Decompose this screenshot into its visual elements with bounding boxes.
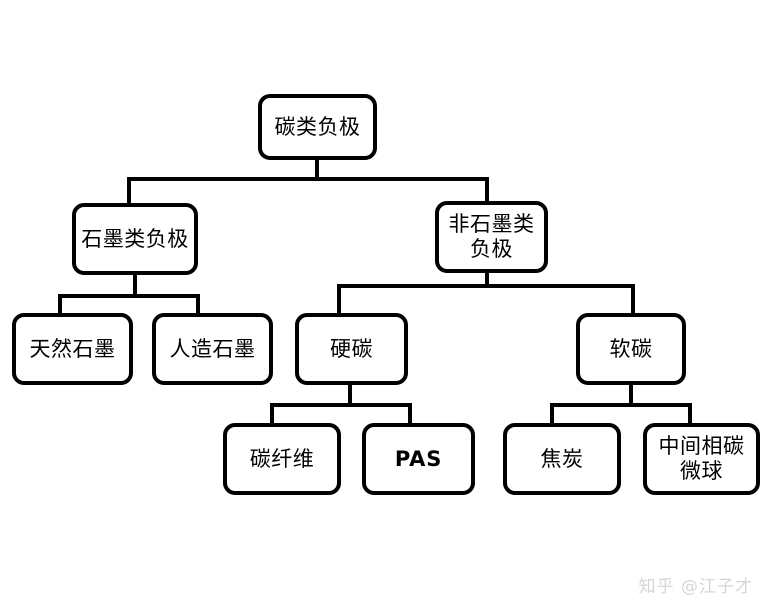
connector-to-coke xyxy=(550,403,554,424)
node-mcmb[interactable]: 中间相碳微球 xyxy=(643,423,760,495)
node-mcmb-label: 中间相碳微球 xyxy=(658,434,745,483)
node-pas[interactable]: PAS xyxy=(362,423,475,495)
connector-root-stem xyxy=(315,160,319,181)
connector-soft-carbon-stem xyxy=(629,385,633,405)
node-non-graphite-label: 非石墨类负极 xyxy=(448,212,535,261)
zhihu-watermark: 知乎 @江子才 xyxy=(638,577,753,597)
connector-to-carbon-fiber xyxy=(270,403,274,424)
node-hard-carbon[interactable]: 硬碳 xyxy=(295,313,408,385)
connector-graphite-stem xyxy=(133,275,137,296)
connector-soft-carbon-bus xyxy=(550,403,692,407)
node-soft-carbon[interactable]: 软碳 xyxy=(576,313,686,385)
node-carbon-fiber-label: 碳纤维 xyxy=(249,446,315,471)
connector-to-graphite xyxy=(127,177,131,204)
node-root[interactable]: 碳类负极 xyxy=(258,94,377,160)
connector-level2-bus xyxy=(127,177,489,181)
node-graphite[interactable]: 石墨类负极 xyxy=(72,203,198,275)
connector-to-hard-carbon xyxy=(337,284,341,314)
node-artificial-graphite-label: 人造石墨 xyxy=(169,336,256,361)
connector-to-natural-graphite xyxy=(58,294,62,314)
connector-to-soft-carbon xyxy=(631,284,635,314)
node-carbon-fiber[interactable]: 碳纤维 xyxy=(223,423,341,495)
connector-non-graphite-stem xyxy=(485,273,489,286)
connector-to-artificial-graphite xyxy=(196,294,200,314)
node-coke-label: 焦炭 xyxy=(540,446,584,471)
node-natural-graphite[interactable]: 天然石墨 xyxy=(12,313,133,385)
connector-hard-carbon-stem xyxy=(348,385,352,405)
node-non-graphite[interactable]: 非石墨类负极 xyxy=(435,201,548,273)
connector-to-pas xyxy=(408,403,412,424)
node-soft-carbon-label: 软碳 xyxy=(609,336,653,361)
connector-hard-carbon-bus xyxy=(270,403,412,407)
connector-to-mcmb xyxy=(688,403,692,424)
node-artificial-graphite[interactable]: 人造石墨 xyxy=(152,313,273,385)
node-natural-graphite-label: 天然石墨 xyxy=(29,336,116,361)
node-pas-label: PAS xyxy=(394,446,443,471)
node-coke[interactable]: 焦炭 xyxy=(503,423,621,495)
node-graphite-label: 石墨类负极 xyxy=(81,226,189,251)
node-root-label: 碳类负极 xyxy=(274,114,361,139)
node-hard-carbon-label: 硬碳 xyxy=(330,336,373,361)
connector-non-graphite-bus xyxy=(337,284,635,288)
connector-graphite-bus xyxy=(58,294,200,298)
connector-to-non-graphite xyxy=(485,177,489,202)
